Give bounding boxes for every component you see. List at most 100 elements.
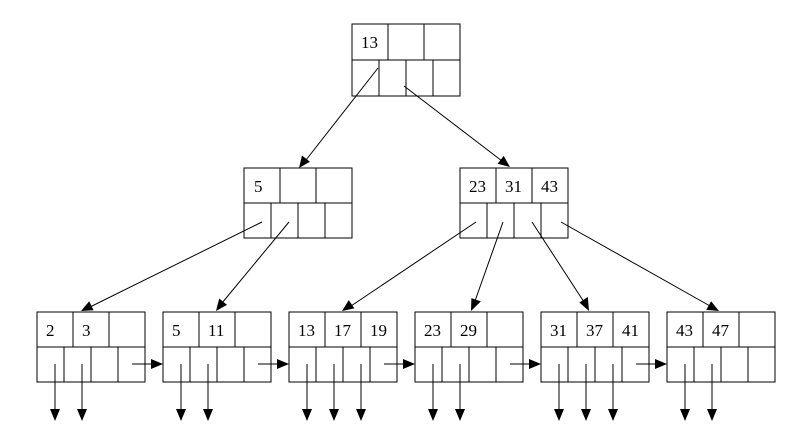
- leaf-1-key-2: 3: [82, 321, 91, 340]
- record-pointer-arrowhead: [176, 409, 186, 421]
- leaf-6-key-cell-1: [666, 311, 704, 348]
- leaf-3-key-cell-3: [360, 311, 398, 348]
- internal-1-pointer-cell-2: [270, 202, 299, 239]
- leaf-5-pointer-cell-3: [594, 346, 623, 383]
- leaf-4-pointer-cell-4: [495, 346, 524, 383]
- leaf-3-pointer-cell-1: [288, 346, 317, 383]
- leaf-3-record-pointers: [302, 364, 366, 421]
- leaf-4-pointer-cell-2: [441, 346, 470, 383]
- root-pointer-cell-1: [351, 59, 380, 97]
- root-key-cell-2: [387, 23, 425, 61]
- arrowhead-internal-1-to-leaf-2: [216, 298, 227, 311]
- root-pointer-cell-3: [405, 59, 434, 97]
- record-pointer-arrowhead: [707, 409, 717, 421]
- leaf-4-pointer-cell-1: [414, 346, 443, 383]
- leaf-3-key-1: 13: [298, 321, 315, 340]
- leaf-6-pointer-cell-1: [666, 346, 695, 383]
- internal-2-pointer-cell-3: [513, 202, 542, 239]
- record-pointer-arrowhead: [356, 409, 366, 421]
- record-pointer-arrowhead: [77, 409, 87, 421]
- record-pointer-arrowhead: [581, 409, 591, 421]
- leaf-node-6: 43 47: [666, 311, 776, 383]
- edge-root-to-internal-1: [305, 67, 379, 161]
- leaf-node-4: 23 29: [414, 311, 524, 383]
- leaf-3-key-cell-1: [288, 311, 326, 348]
- record-pointer-arrowhead: [680, 409, 690, 421]
- leaf-2-pointer-cell-3: [216, 346, 245, 383]
- leaf-6-key-cell-2: [702, 311, 740, 348]
- arrowhead-leaf-3-to-leaf-4: [403, 359, 415, 369]
- leaf-2-key-2: 11: [208, 321, 224, 340]
- leaf-2-key-cell-1: [162, 311, 200, 348]
- leaf-6-record-pointers: [680, 364, 717, 421]
- internal-2-key-1: 23: [469, 177, 486, 196]
- internal-1-key-1: 5: [254, 177, 263, 196]
- arrowhead-leaf-5-to-leaf-6: [655, 359, 667, 369]
- leaf-3-pointer-cell-3: [342, 346, 371, 383]
- internal-node-2: 23 31 43: [459, 167, 569, 239]
- internal-2-pointer-cell-2: [486, 202, 515, 239]
- edge-internal-2-to-leaf-3: [350, 221, 477, 307]
- leaf-4-key-2: 29: [460, 321, 477, 340]
- edge-internal-2-to-leaf-5: [531, 221, 585, 303]
- leaf-3-key-3: 19: [370, 321, 387, 340]
- internal-1-key-cell-3: [315, 167, 353, 204]
- arrowhead-root-to-internal-1: [299, 155, 310, 168]
- record-pointer-arrowhead: [428, 409, 438, 421]
- internal-1-pointer-cell-4: [324, 202, 353, 239]
- leaf-5-pointer-cell-2: [567, 346, 596, 383]
- leaf-5-key-cell-1: [540, 311, 578, 348]
- leaf-2-pointer-cell-2: [189, 346, 218, 383]
- leaf-2-key-cell-3: [234, 311, 272, 348]
- internal-2-pointer-cell-4: [540, 202, 569, 239]
- arrowhead-internal-2-to-leaf-4: [471, 298, 481, 311]
- edge-internal-1-to-leaf-2: [221, 221, 290, 304]
- leaf-4-key-1: 23: [424, 321, 441, 340]
- record-pointer-arrowhead: [302, 409, 312, 421]
- leaf-4-record-pointers: [428, 364, 465, 421]
- record-pointer-arrowhead: [203, 409, 213, 421]
- leaf-1-key-1: 2: [46, 321, 55, 340]
- leaf-4-key-cell-3: [486, 311, 524, 348]
- leaf-2-record-pointers: [176, 364, 213, 421]
- internal-2-key-cell-3: [531, 167, 569, 204]
- record-pointer-arrowhead: [50, 409, 60, 421]
- leaf-1-key-cell-2: [72, 311, 110, 348]
- record-pointer-arrowhead: [329, 409, 339, 421]
- leaf-node-5: 31 37 41: [540, 311, 650, 383]
- internal-node-1: 5: [243, 167, 353, 239]
- arrowhead-internal-2-to-leaf-5: [579, 297, 589, 311]
- root-key-1: 13: [361, 33, 378, 52]
- leaf-1-record-pointers: [50, 364, 87, 421]
- leaf-2-key-cell-2: [198, 311, 236, 348]
- edge-root-to-internal-2: [403, 85, 503, 162]
- leaf-4-pointer-cell-3: [468, 346, 497, 383]
- edge-internal-1-to-leaf-1: [89, 221, 263, 308]
- leaf-5-key-2: 37: [586, 321, 604, 340]
- leaf-1-pointer-cell-2: [63, 346, 92, 383]
- root-node: 13: [351, 23, 461, 97]
- internal-1-key-cell-2: [279, 167, 317, 204]
- arrowhead-leaf-4-to-leaf-5: [529, 359, 541, 369]
- leaf-6-key-cell-3: [738, 311, 776, 348]
- internal-1-pointer-cell-3: [297, 202, 326, 239]
- arrowhead-internal-2-to-leaf-3: [342, 300, 355, 311]
- leaf-node-2: 5 11: [162, 311, 272, 383]
- edge-internal-2-to-leaf-6: [560, 221, 711, 307]
- root-key-cell-3: [423, 23, 461, 61]
- leaf-2-pointer-cell-1: [162, 346, 191, 383]
- arrowhead-leaf-2-to-leaf-3: [277, 359, 289, 369]
- arrowhead-internal-2-to-leaf-6: [706, 301, 719, 311]
- leaf-5-record-pointers: [554, 364, 618, 421]
- leaf-6-pointer-cell-3: [720, 346, 749, 383]
- leaf-1-pointer-cell-1: [36, 346, 65, 383]
- root-pointer-cell-2: [378, 59, 407, 97]
- leaf-2-key-1: 5: [172, 321, 181, 340]
- leaf-5-key-cell-3: [612, 311, 650, 348]
- leaf-1-key-cell-3: [108, 311, 146, 348]
- leaf-node-1: 2 3: [36, 311, 146, 383]
- leaf-5-key-1: 31: [550, 321, 567, 340]
- record-pointer-arrowhead: [554, 409, 564, 421]
- record-pointer-arrowhead: [455, 409, 465, 421]
